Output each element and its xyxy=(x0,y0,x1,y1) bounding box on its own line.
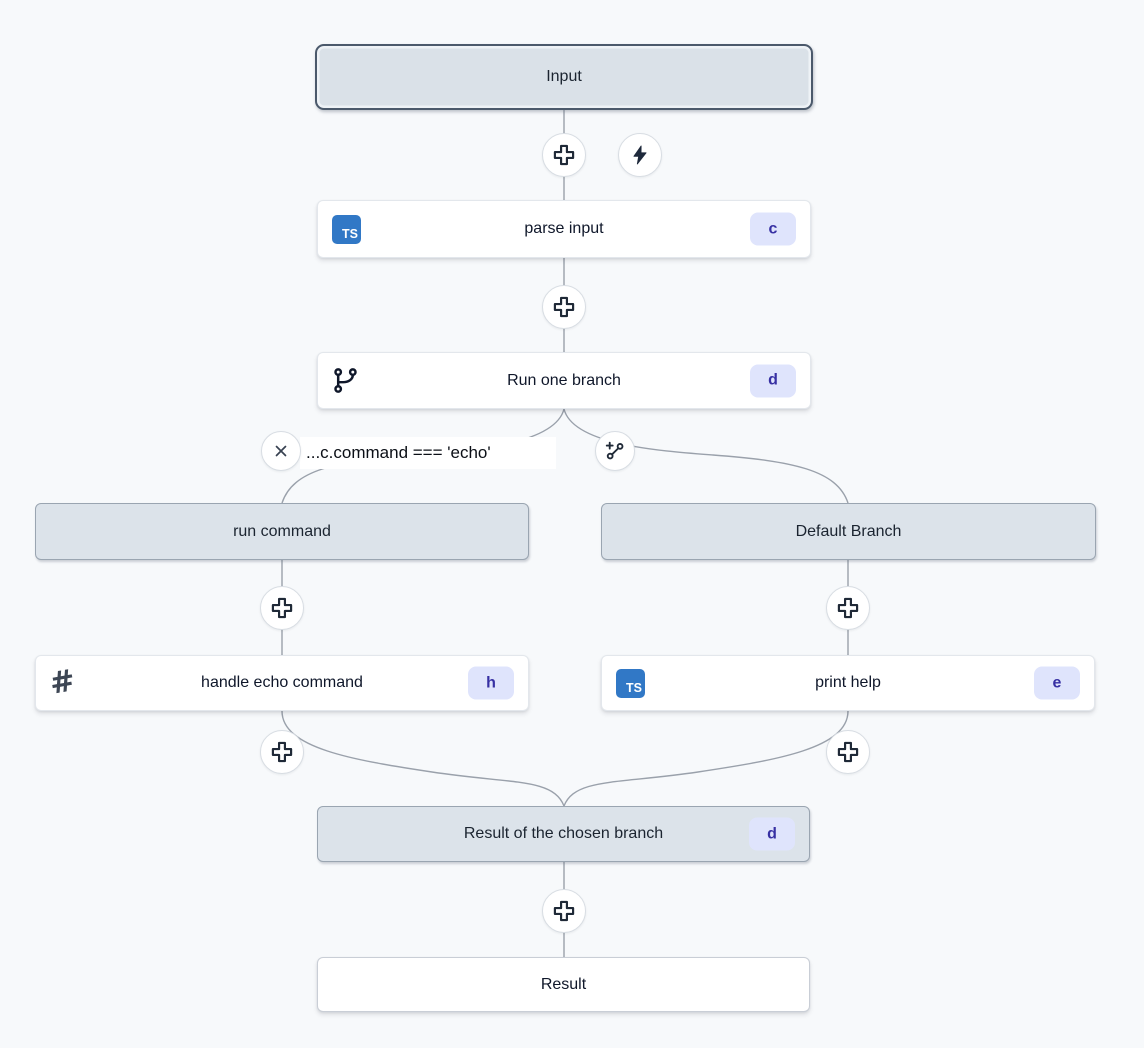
add-step-button-right-2[interactable] xyxy=(826,730,870,774)
add-step-button-right-1[interactable] xyxy=(826,586,870,630)
plus-icon xyxy=(553,296,575,318)
add-step-button-left-2[interactable] xyxy=(260,730,304,774)
node-result-label: Result xyxy=(540,975,587,993)
plus-icon xyxy=(553,900,575,922)
plus-icon xyxy=(271,597,293,619)
add-branch-icon xyxy=(605,441,624,460)
branch-header-label: run command xyxy=(233,522,331,540)
node-input-label: Input xyxy=(546,68,582,85)
branch-condition-label: ...c.command === 'echo' xyxy=(300,437,556,469)
step-id-badge: d xyxy=(750,364,796,397)
node-print-help-label: print help xyxy=(815,674,881,691)
branch-condition-button[interactable] xyxy=(261,431,301,471)
node-run-one-branch[interactable]: Run one branch d xyxy=(317,352,811,409)
lightning-bolt-icon xyxy=(633,145,647,165)
step-id-badge: h xyxy=(468,666,514,700)
node-handle-echo-command[interactable]: # handle echo command h xyxy=(35,655,529,711)
git-branch-icon xyxy=(332,367,359,394)
bash-hash-icon: # xyxy=(47,663,78,702)
typescript-icon: TS xyxy=(332,214,361,244)
add-step-button-left-1[interactable] xyxy=(260,586,304,630)
step-id-badge: c xyxy=(750,212,796,246)
trigger-button[interactable] xyxy=(618,133,662,177)
node-branch-result[interactable]: Result of the chosen branch d xyxy=(317,806,810,862)
add-branch-button[interactable] xyxy=(595,431,635,471)
node-handle-echo-label: handle echo command xyxy=(201,674,363,691)
node-parse-input-label: parse input xyxy=(524,220,604,237)
branch-header-default[interactable]: Default Branch xyxy=(601,503,1096,560)
node-parse-input[interactable]: TS parse input c xyxy=(317,200,811,258)
node-print-help[interactable]: TS print help e xyxy=(601,655,1095,711)
node-input[interactable]: Input xyxy=(315,44,813,110)
branch-header-run-command[interactable]: run command xyxy=(35,503,529,560)
plus-icon xyxy=(837,597,859,619)
x-icon xyxy=(275,445,287,457)
node-branch-result-label: Result of the chosen branch xyxy=(463,825,664,842)
plus-icon xyxy=(837,741,859,763)
typescript-icon: TS xyxy=(616,668,645,698)
plus-icon xyxy=(553,144,575,166)
step-id-badge: d xyxy=(749,817,795,851)
add-step-button-2[interactable] xyxy=(542,285,586,329)
add-step-button-top[interactable] xyxy=(542,133,586,177)
add-step-button-bottom[interactable] xyxy=(542,889,586,933)
plus-icon xyxy=(271,741,293,763)
node-run-one-branch-label: Run one branch xyxy=(507,371,621,389)
step-id-badge: e xyxy=(1034,666,1080,700)
node-result[interactable]: Result xyxy=(317,957,810,1012)
branch-header-label: Default Branch xyxy=(795,522,902,540)
